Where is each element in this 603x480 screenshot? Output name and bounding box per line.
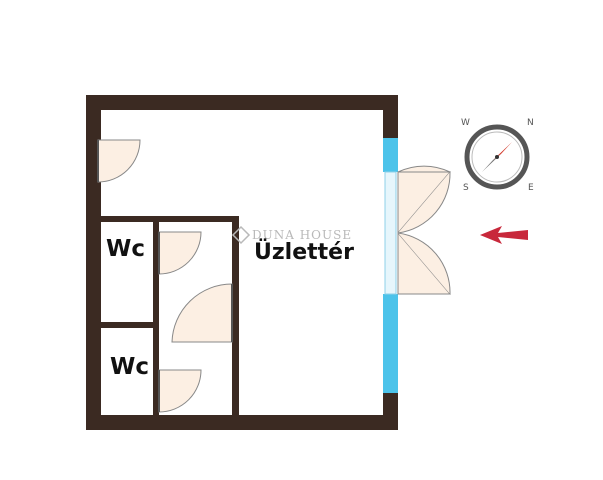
window-lower xyxy=(383,294,398,393)
window-upper xyxy=(383,138,398,172)
entrance-arrow xyxy=(480,226,528,244)
windows xyxy=(383,138,398,393)
interior-walls xyxy=(101,216,239,416)
entrance-glass xyxy=(384,171,397,295)
compass-label-s: S xyxy=(463,183,470,193)
compass-label-w: W xyxy=(461,118,471,128)
door-wc-top xyxy=(158,231,202,275)
watermark-logo-icon xyxy=(231,225,251,245)
room-label-wc-bottom: Wc xyxy=(110,354,150,380)
door-top-left xyxy=(97,139,141,183)
room-label-wc-top: Wc xyxy=(106,236,146,262)
compass-label-e: E xyxy=(528,183,535,193)
doors xyxy=(97,139,452,413)
door-wc-bottom xyxy=(158,369,202,413)
door-corridor xyxy=(171,283,233,343)
compass xyxy=(464,124,530,190)
compass-label-n: N xyxy=(527,118,535,128)
watermark-text: DUNA HOUSE xyxy=(252,228,353,242)
entrance-double-door xyxy=(397,165,452,295)
room-label-main: Üzlettér xyxy=(254,240,354,265)
